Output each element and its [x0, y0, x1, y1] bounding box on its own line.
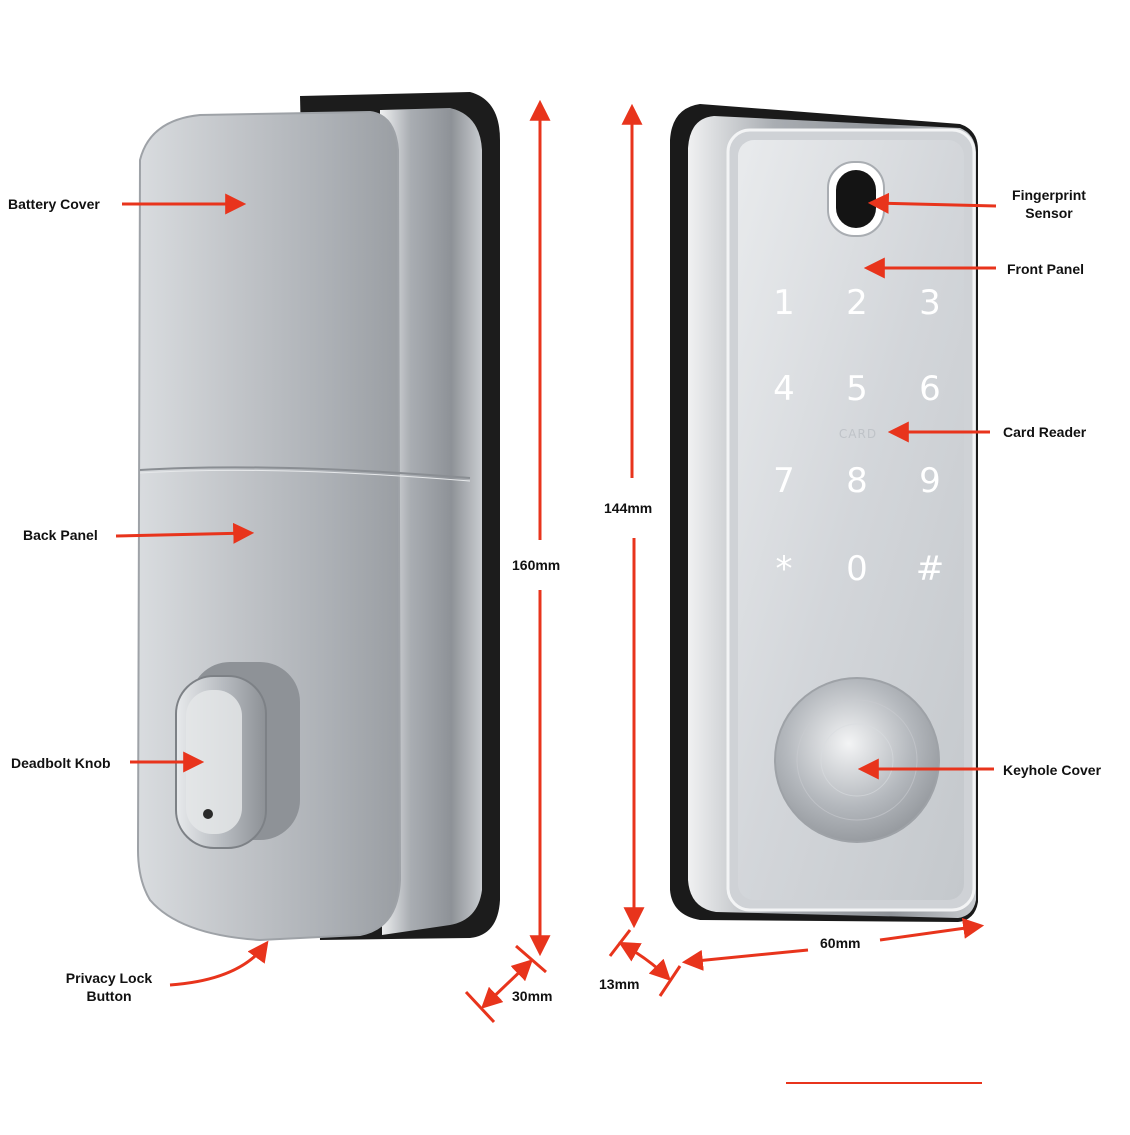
label-fingerprint-line1: Fingerprint	[1012, 187, 1086, 203]
keypad-key-6[interactable]: 7	[773, 461, 795, 501]
keyhole-cover[interactable]	[774, 677, 940, 843]
dim-60-left	[681, 948, 809, 971]
label-keyhole-cover: Keyhole Cover	[1003, 762, 1102, 778]
annotation-arrows	[115, 99, 997, 1084]
keypad-key-0[interactable]: 1	[773, 283, 795, 323]
keypad-key-7[interactable]: 8	[846, 461, 868, 501]
label-privacy-lock-button: Privacy Lock Button	[54, 969, 164, 1005]
keypad-key-4[interactable]: 5	[846, 369, 868, 409]
arrow-fingerprint-sensor	[867, 192, 997, 214]
label-privacy-line1: Privacy Lock	[65, 970, 153, 986]
label-deadbolt-knob: Deadbolt Knob	[11, 755, 111, 771]
dim-label-30: 30mm	[512, 988, 553, 1004]
keypad-key-10[interactable]: 0	[846, 549, 868, 589]
keypad-key-8[interactable]: 9	[919, 461, 941, 501]
dim-30	[480, 959, 534, 1009]
card-reader-mark: CARD	[839, 427, 877, 441]
label-fingerprint-sensor: Fingerprint Sensor	[996, 186, 1102, 222]
battery-cover-seam	[139, 466, 471, 479]
dim-label-144: 144mm	[604, 500, 653, 516]
back-unit	[136, 92, 500, 942]
keypad-key-9[interactable]: *	[776, 549, 793, 589]
keypad-key-1[interactable]: 2	[846, 283, 868, 323]
keypad-key-3[interactable]: 4	[773, 369, 795, 409]
label-fingerprint-line2: Sensor	[1025, 205, 1073, 221]
keypad-key-2[interactable]: 3	[919, 283, 941, 323]
dim-13	[618, 941, 671, 981]
dim-label-13: 13mm	[599, 976, 640, 992]
label-front-panel: Front Panel	[1007, 261, 1085, 277]
back-unit-side	[380, 108, 482, 935]
keypad-key-11[interactable]: #	[916, 549, 945, 589]
front-unit: CARD 1 2 3 4 5 6 7 8 9 * 0 #	[670, 104, 978, 922]
label-card-reader: Card Reader	[1003, 424, 1087, 440]
dim-label-60: 60mm	[820, 935, 861, 951]
label-privacy-line2: Button	[86, 988, 132, 1004]
keypad-key-5[interactable]: 6	[919, 369, 941, 409]
dim-label-160: 160mm	[512, 557, 561, 573]
dim-60-right	[879, 917, 985, 942]
keypad: 1 2 3 4 5 6 7 8 9 * 0 #	[773, 283, 944, 589]
privacy-lock-button[interactable]	[203, 809, 213, 819]
arrow-privacy-lock-button	[169, 940, 269, 987]
label-back-panel: Back Panel	[23, 527, 98, 543]
label-battery-cover: Battery Cover	[8, 196, 100, 212]
arrow-back-panel	[115, 522, 255, 544]
